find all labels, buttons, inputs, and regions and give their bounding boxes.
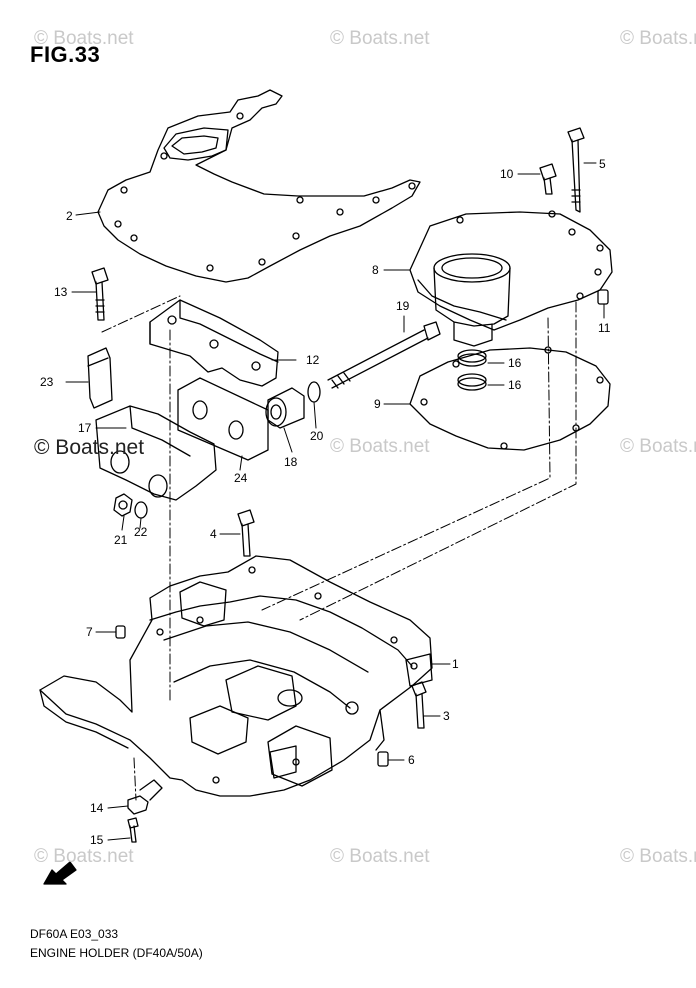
leader-lines [65, 162, 605, 841]
gasket-part-2 [97, 89, 421, 283]
watermark-bottom-center: © Boats.net [330, 846, 430, 867]
callout-16-upper: 16 [508, 356, 522, 370]
callout-labels: 1 2 3 4 5 6 7 8 9 10 11 12 13 14 15 16 1… [40, 157, 611, 847]
watermark-bottom-left: © Boats.net [34, 846, 134, 867]
plate-part-24 [177, 377, 269, 461]
bracket-part-23 [87, 347, 113, 409]
nut-part-21 [113, 493, 133, 517]
callout-18: 18 [284, 455, 298, 469]
pin-part-6 [377, 751, 389, 767]
diagram-code: DF60A E03_033 [30, 927, 119, 941]
callout-20: 20 [310, 429, 324, 443]
callout-24: 24 [234, 471, 248, 485]
diagram-caption: ENGINE HOLDER (DF40A/50A) [30, 946, 203, 960]
callout-19: 19 [396, 299, 410, 313]
washer-part-20 [307, 381, 321, 403]
pin-part-7 [115, 625, 126, 639]
bracket-part-12 [149, 299, 279, 387]
bolt-part-3 [411, 681, 427, 729]
watermark-mid-right: © Boats.net [620, 436, 696, 457]
bolt-part-4 [237, 509, 255, 557]
bushing-part-18 [265, 387, 305, 429]
callout-3: 3 [443, 709, 450, 723]
watermark-top-right: © Boats.net [620, 28, 696, 49]
watermark-mid-left: © Boats.net [34, 436, 145, 459]
callout-8: 8 [372, 263, 379, 277]
callout-1: 1 [452, 657, 459, 671]
mount-part-17 [95, 405, 217, 501]
washer-part-22 [134, 501, 148, 519]
engine-holder-part-1 [39, 555, 433, 797]
callout-12: 12 [306, 353, 320, 367]
watermark-top-center: © Boats.net [330, 28, 430, 49]
callout-15: 15 [90, 833, 104, 847]
callout-16-lower: 16 [508, 378, 522, 392]
callout-4: 4 [210, 527, 217, 541]
long-bolt-part-19 [327, 321, 441, 389]
fwd-arrow-icon [43, 861, 77, 885]
callout-9: 9 [374, 397, 381, 411]
bolt-part-15 [127, 817, 139, 843]
callout-6: 6 [408, 753, 415, 767]
callout-14: 14 [90, 801, 104, 815]
figure-title: FIG.33 [30, 42, 101, 67]
bolt-part-10 [539, 163, 557, 195]
bolt-part-13 [91, 267, 109, 321]
callout-22: 22 [134, 525, 148, 539]
pin-part-11 [597, 289, 609, 305]
seal-part-16 [457, 349, 487, 391]
reference-lines [101, 295, 577, 801]
callout-23: 23 [40, 375, 54, 389]
callout-13: 13 [54, 285, 68, 299]
callout-7: 7 [86, 625, 93, 639]
callout-17: 17 [78, 421, 92, 435]
callout-11: 11 [598, 321, 611, 335]
watermark-top-left: © Boats.net [34, 28, 134, 49]
cover-part-8 [409, 210, 613, 347]
bolt-part-5 [567, 127, 585, 213]
callout-10: 10 [500, 167, 514, 181]
watermark-mid-center: © Boats.net [330, 436, 430, 457]
callout-21: 21 [114, 533, 128, 547]
fitting-part-14 [127, 779, 163, 815]
callout-2: 2 [66, 209, 73, 223]
watermark-bottom-right: © Boats.net [620, 846, 696, 867]
callout-5: 5 [599, 157, 606, 171]
